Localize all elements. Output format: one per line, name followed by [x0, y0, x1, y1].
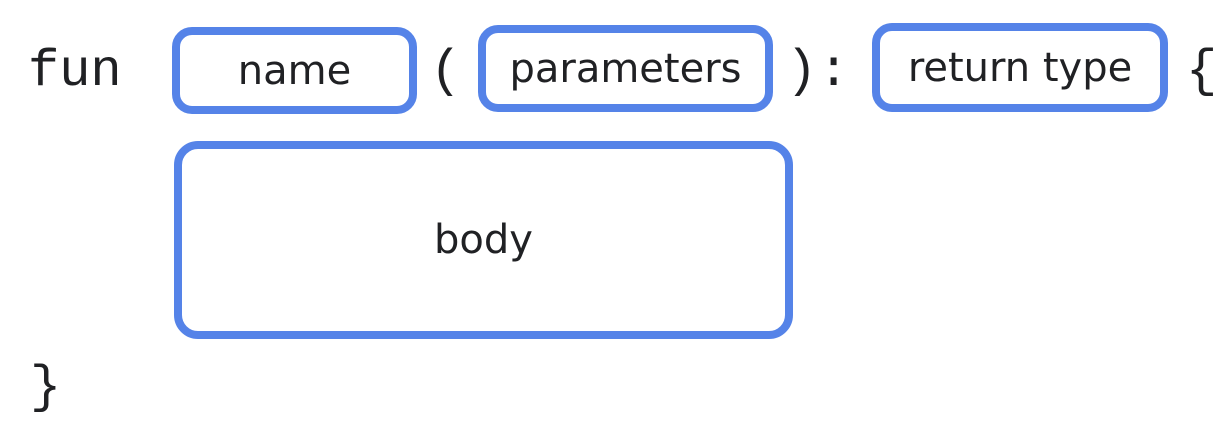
close-brace-token: }	[30, 358, 62, 417]
close-paren-token: )	[786, 42, 818, 101]
fun-keyword: fun	[28, 42, 122, 101]
name-placeholder-label: name	[237, 47, 352, 94]
name-placeholder-box: name	[172, 27, 417, 114]
body-placeholder-box: body	[174, 141, 793, 339]
parameters-placeholder-label: parameters	[509, 45, 742, 92]
body-placeholder-label: body	[434, 217, 533, 263]
open-paren-token: (	[430, 42, 462, 101]
return-type-placeholder-box: return type	[872, 23, 1168, 112]
open-brace-token: {	[1186, 42, 1218, 101]
return-type-placeholder-label: return type	[907, 44, 1133, 91]
parameters-placeholder-box: parameters	[478, 25, 773, 112]
colon-token: :	[818, 42, 850, 101]
